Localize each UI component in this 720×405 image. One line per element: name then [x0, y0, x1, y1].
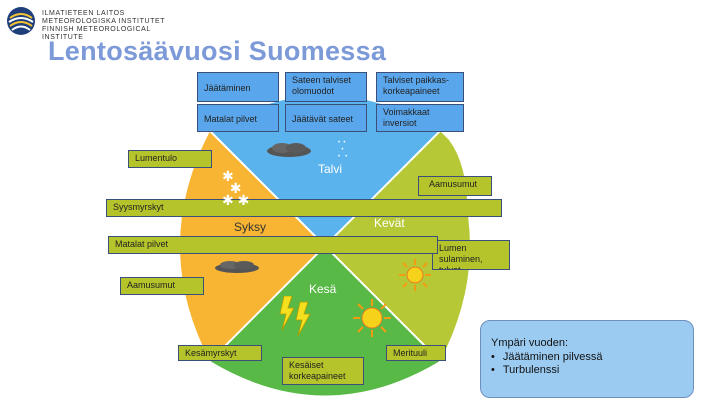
winter-box-2: Sateen talviset olomuodot — [285, 72, 367, 102]
winter-label: Talvi — [318, 162, 342, 176]
lightning-icon — [278, 296, 314, 336]
summer-box-left: Kesämyrskyt — [178, 345, 262, 361]
winter-box-4: Matalat pilvet — [197, 104, 279, 132]
year-round-item: Turbulenssi — [491, 364, 603, 377]
autumn-box-top: Syysmyrskyt — [106, 199, 502, 217]
year-round-box: Ympäri vuoden: Jäätäminen pilvessä Turbu… — [480, 320, 694, 398]
year-round-item: Jäätäminen pilvessä — [491, 351, 603, 364]
summer-box-mid: Kesäiset korkeapaineet — [282, 357, 364, 385]
snowflake-icon: • • •• • — [338, 140, 347, 161]
snowflake-icon: ✱ ✱✱ ✱ — [222, 170, 249, 206]
year-round-heading: Ympäri vuoden: — [491, 337, 568, 350]
autumn-box-mid: Matalat pilvet — [108, 236, 438, 254]
winter-box-1: Jäätäminen — [197, 72, 279, 102]
sun-icon — [398, 258, 432, 292]
winter-box-6: Voimakkaat inversiot — [376, 104, 464, 132]
spring-box-bottom: Lumen sulaminen, tulvat — [432, 240, 510, 270]
winter-box-5: Jäätävät sateet — [285, 104, 367, 132]
cloud-icon — [214, 260, 260, 274]
autumn-box-bottom: Aamusumut — [120, 277, 204, 295]
spring-box-top: Aamusumut — [418, 176, 492, 196]
cloud-icon — [266, 142, 312, 158]
winter-box-3: Talviset paikkas-korkeapaineet — [376, 72, 464, 102]
winter-side-box: Lumentulo — [128, 150, 212, 168]
spring-label: Kevät — [374, 216, 405, 230]
summer-box-right: Merituuli — [386, 345, 446, 361]
sun-icon — [352, 298, 392, 338]
summer-label: Kesä — [309, 282, 336, 296]
autumn-label: Syksy — [234, 220, 266, 234]
